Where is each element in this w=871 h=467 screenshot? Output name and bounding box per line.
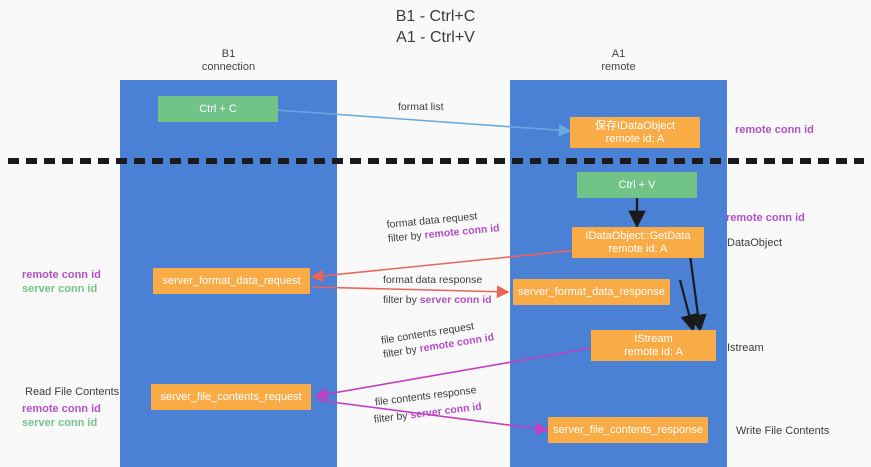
edge-label-format-data-response-filter: filter by server conn id: [383, 293, 492, 307]
node-store-idataobject-line2: remote id: A: [605, 132, 665, 145]
title-line-1: B1 - Ctrl+C: [395, 8, 476, 25]
edge-file-contents-response: [315, 399, 549, 435]
filter-prefix: filter by: [383, 294, 420, 306]
edge-format-list: [275, 109, 572, 137]
filter-key: server conn id: [419, 294, 492, 306]
node-server-format-data-request[interactable]: server_format_data_request: [153, 268, 310, 294]
annotation-right-dataobject: DataObject: [727, 237, 783, 249]
diagram-title: B1 - Ctrl+C A1 - Ctrl+V: [0, 6, 871, 48]
annotation-right-istream: Istream: [727, 342, 764, 354]
edge-file-contents-request: [314, 347, 593, 401]
node-server-format-data-response[interactable]: server_format_data_response: [513, 279, 670, 305]
column-header-a1-sub: remote: [601, 61, 636, 73]
annotation-left-server-conn-id: server conn id: [22, 283, 98, 295]
column-header-a1-name: A1: [611, 48, 626, 60]
edge-formatresponse-to-istream: [678, 279, 698, 333]
annotation-left-remote-conn-id: remote conn id: [22, 269, 101, 281]
edge-format-data-request: [310, 249, 579, 283]
annotation-right-remote-conn-id-top: remote conn id: [735, 124, 814, 136]
annotation-left-conn-ids-top: remote conn id server conn id: [22, 268, 101, 296]
node-ctrl-v[interactable]: Ctrl + V: [577, 172, 697, 198]
edge-label-format-data-response-main: format data response: [383, 274, 483, 286]
edge-label-format-list: format list: [398, 101, 444, 113]
edge-label-format-data-response: format data response filter by server co…: [383, 273, 492, 307]
annotation-right-write-file-contents: Write File Contents: [736, 425, 830, 437]
node-store-idataobject-line1: 保存IDataObject: [594, 119, 676, 132]
edge-format-data-response: [311, 285, 510, 299]
node-ctrl-c[interactable]: Ctrl + C: [158, 96, 278, 122]
annotation-left-remote-conn-id-2: remote conn id: [22, 403, 101, 415]
annotation-right-remote-conn-id-mid: remote conn id: [726, 212, 805, 224]
node-idataobject-getdata[interactable]: IDataObject::GetData remote id: A: [572, 227, 704, 258]
edge-getdata-to-istream: [688, 254, 707, 333]
annotation-left-conn-ids-bottom: remote conn id server conn id: [22, 402, 101, 430]
annotation-left-read-file-contents: Read File Contents: [25, 386, 120, 398]
column-header-a1: A1 remote: [510, 48, 727, 74]
node-getdata-line2: remote id: A: [608, 242, 668, 255]
node-getdata-line1: IDataObject::GetData: [585, 229, 691, 242]
column-header-b1-sub: connection: [201, 61, 256, 73]
node-store-idataobject[interactable]: 保存IDataObject remote id: A: [570, 117, 700, 148]
filter-prefix: filter by: [387, 229, 426, 245]
title-line-2: A1 - Ctrl+V: [396, 29, 475, 46]
node-istream-line1: IStream: [634, 332, 673, 345]
annotation-left-server-conn-id-2: server conn id: [22, 417, 98, 429]
column-header-b1-name: B1: [221, 48, 236, 60]
node-server-file-contents-response[interactable]: server_file_contents_response: [548, 417, 708, 443]
column-header-b1: B1 connection: [120, 48, 337, 74]
node-server-file-contents-request[interactable]: server_file_contents_request: [151, 384, 311, 410]
node-istream[interactable]: IStream remote id: A: [591, 330, 716, 361]
node-istream-line2: remote id: A: [624, 345, 683, 358]
